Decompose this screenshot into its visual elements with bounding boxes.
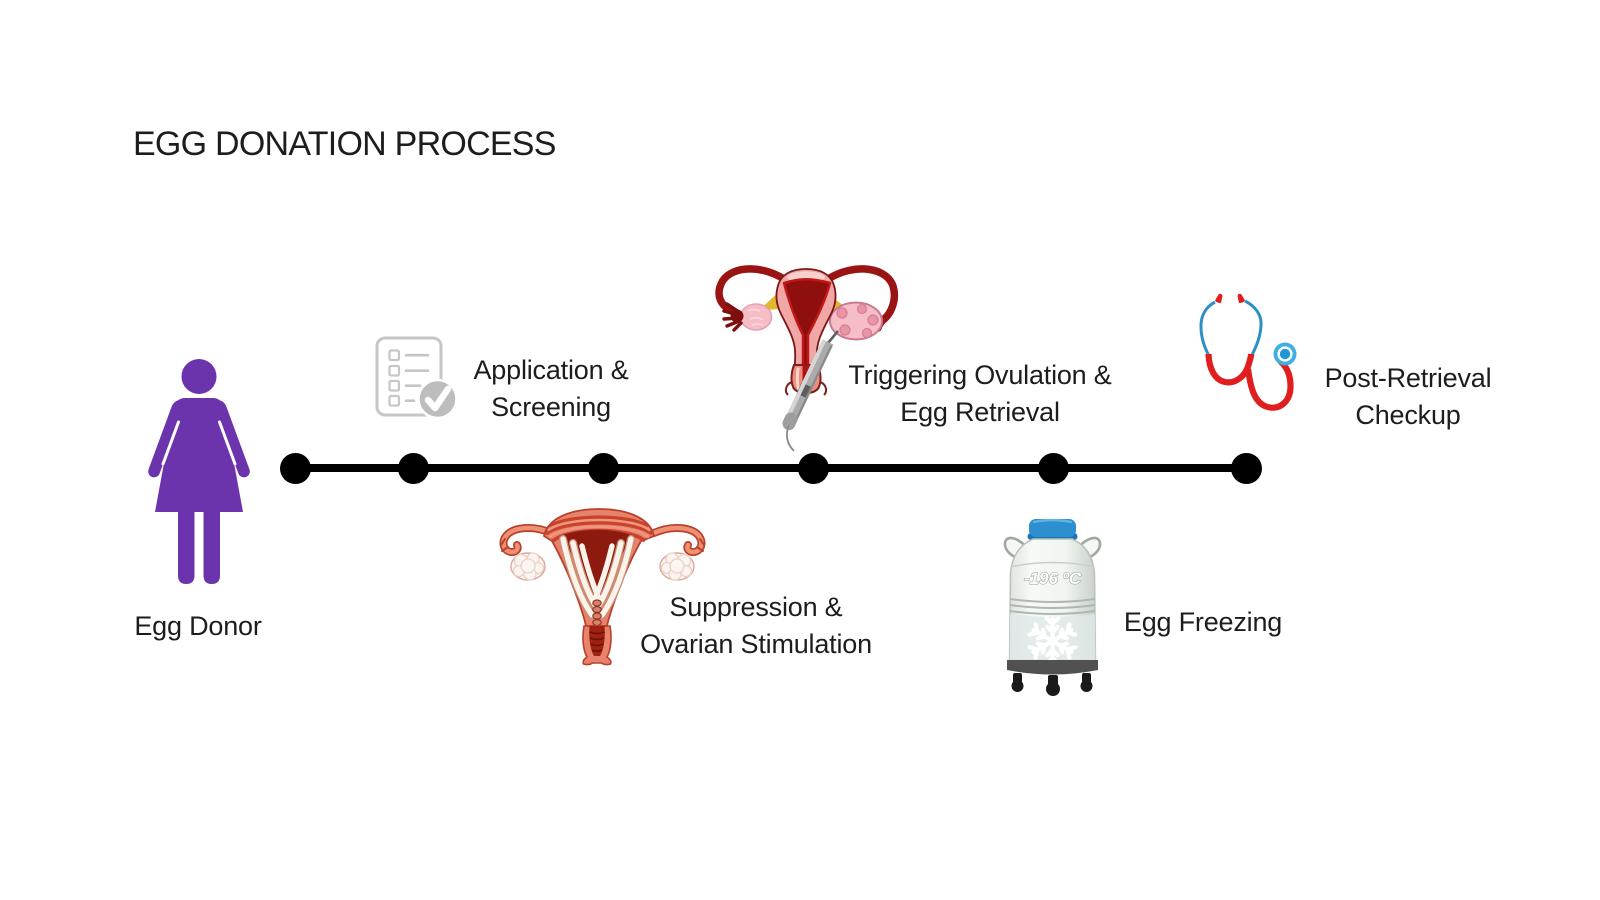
step-label-triggering-ovulation-egg-retrieval: Triggering Ovulation & Egg Retrieval — [848, 360, 1112, 427]
step-label-egg-freezing: Egg Freezing — [1123, 607, 1283, 637]
uterus-icon — [499, 508, 706, 666]
timeline-dot — [797, 452, 829, 484]
step-label-post-retrieval-checkup: Post-Retrieval Checkup — [1324, 363, 1492, 430]
timeline-dot — [397, 452, 429, 484]
cryo-tank-icon: -196 ºC — [1003, 518, 1102, 696]
step-label-application-screening: Application & Screening — [473, 355, 629, 422]
step-label-egg-donor: Egg Donor — [134, 611, 262, 641]
checklist-icon — [375, 336, 458, 420]
page-title: EGG DONATION PROCESS — [133, 125, 556, 163]
stethoscope-icon — [1199, 293, 1297, 411]
timeline-dot — [279, 452, 311, 484]
woman-icon — [148, 359, 250, 584]
tank-temperature-label: -196 ºC — [1024, 569, 1082, 588]
uterus-syringe-icon — [715, 265, 899, 452]
timeline-line — [295, 464, 1247, 472]
step-label-suppression-ovarian-stimulation: Suppression & Ovarian Stimulation — [640, 592, 872, 659]
timeline-dot — [1230, 452, 1262, 484]
timeline-dot — [1037, 452, 1069, 484]
timeline-dot — [587, 452, 619, 484]
